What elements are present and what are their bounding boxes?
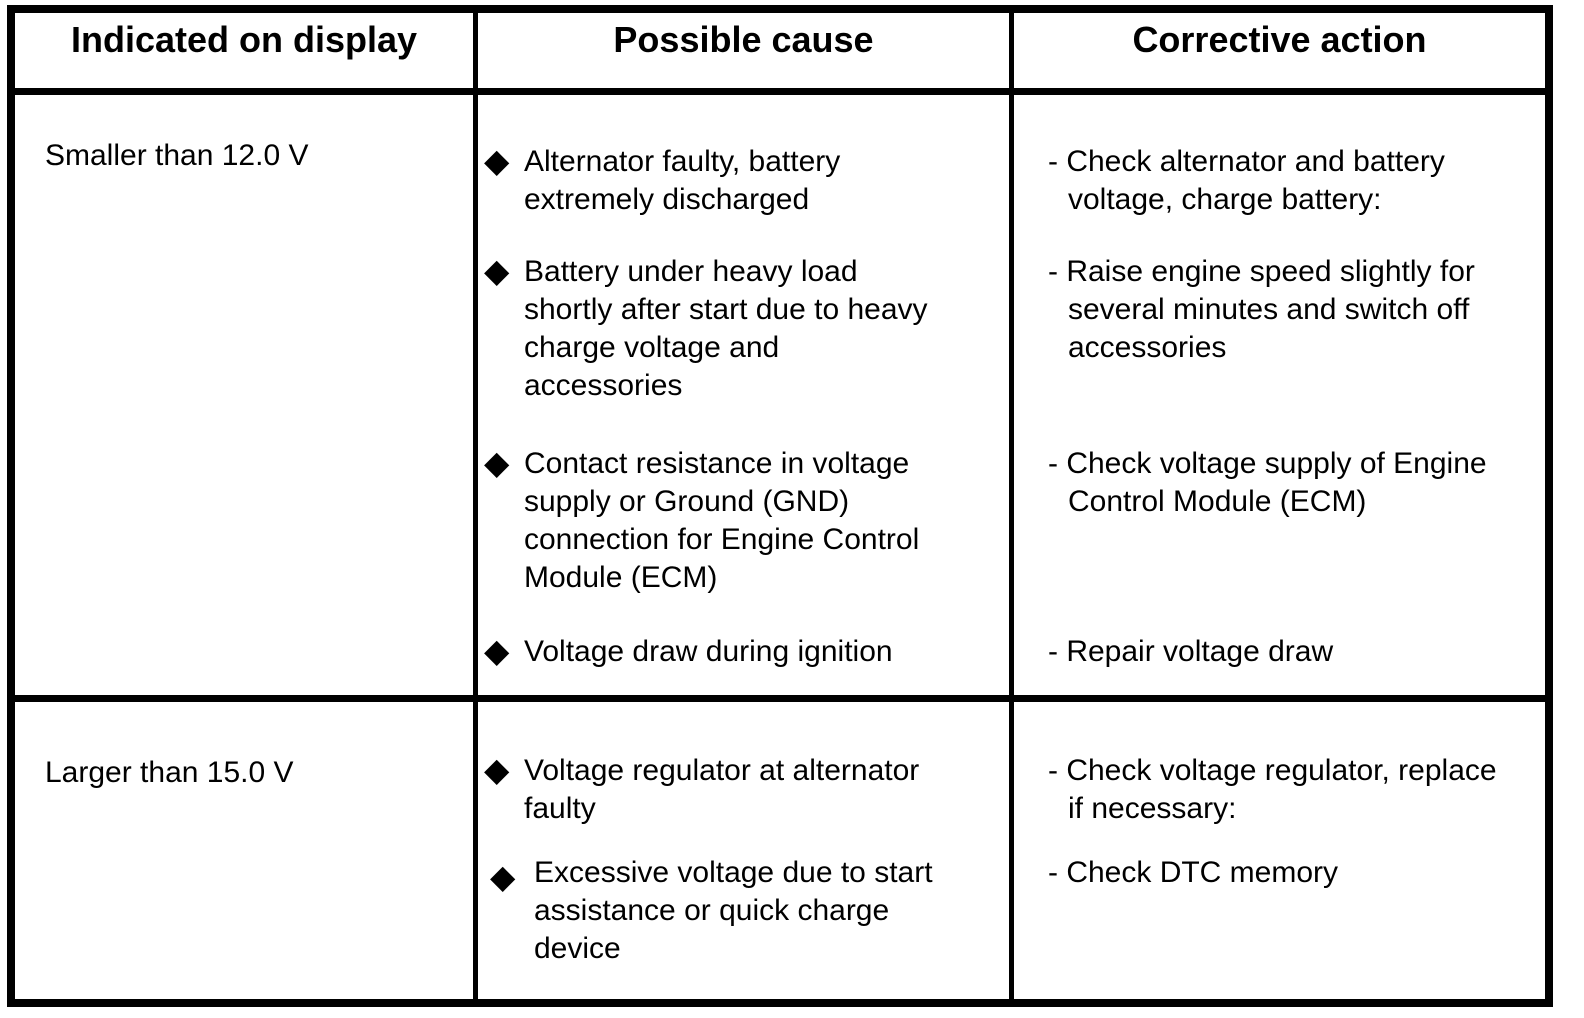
cause-text: Voltage draw during ignition	[524, 635, 893, 668]
cause-item: ◆ Voltage regulator at alternator faulty	[478, 751, 1001, 828]
cause-item: ◆ Battery under heavy load shortly after…	[478, 252, 1001, 405]
action-item: - Raise engine speed slightly for severa…	[1048, 255, 1475, 364]
diamond-bullet-icon: ◆	[484, 632, 510, 669]
row2-possible-cause-cell: ◆ Voltage regulator at alternator faulty…	[478, 702, 1009, 999]
diamond-bullet-icon: ◆	[490, 858, 516, 895]
action-item: - Repair voltage draw	[1048, 635, 1334, 668]
row1-indicated-cell: Smaller than 12.0 V	[15, 95, 473, 695]
action-item: - Check alternator and battery voltage, …	[1048, 145, 1445, 216]
row2-indicated-cell: Larger than 15.0 V	[15, 702, 473, 999]
cause-item: ◆ Voltage draw during ignition	[478, 632, 1001, 671]
diamond-bullet-icon: ◆	[484, 252, 510, 289]
row1-possible-cause-cell: ◆ Alternator faulty, battery extremely d…	[478, 95, 1009, 695]
action-item: - Check voltage regulator, replace if ne…	[1048, 754, 1497, 825]
cause-item: ◆ Contact resistance in voltage supply o…	[478, 444, 1001, 597]
column-header-corrective-action: Corrective action	[1014, 13, 1545, 88]
cause-text: Voltage regulator at alternator faulty	[524, 754, 920, 825]
diamond-bullet-icon: ◆	[484, 751, 510, 788]
cause-item: ◆ Excessive voltage due to start assista…	[478, 854, 1001, 968]
cause-text: Excessive voltage due to start assistanc…	[534, 856, 933, 965]
row2-corrective-action-cell: - Check voltage regulator, replace if ne…	[1014, 702, 1545, 999]
cause-text: Contact resistance in voltage supply or …	[524, 447, 920, 594]
action-item: - Check DTC memory	[1048, 856, 1339, 889]
column-header-possible-cause: Possible cause	[478, 13, 1009, 88]
indicated-value: Larger than 15.0 V	[45, 756, 294, 789]
action-item: - Check voltage supply of Engine Control…	[1048, 447, 1487, 518]
column-header-indicated-on-display: Indicated on display	[15, 13, 473, 88]
cause-text: Battery under heavy load shortly after s…	[524, 255, 928, 402]
row1-corrective-action-cell: - Check alternator and battery voltage, …	[1014, 95, 1545, 695]
diamond-bullet-icon: ◆	[484, 142, 510, 179]
cause-item: ◆ Alternator faulty, battery extremely d…	[478, 142, 1001, 219]
cause-text: Alternator faulty, battery extremely dis…	[524, 145, 841, 216]
column-header-label: Corrective action	[1132, 19, 1427, 60]
diamond-bullet-icon: ◆	[484, 444, 510, 481]
column-header-label: Possible cause	[613, 19, 874, 60]
indicated-value: Smaller than 12.0 V	[45, 139, 309, 172]
diagnostic-table: Indicated on display Possible cause Corr…	[7, 5, 1553, 1007]
column-header-label: Indicated on display	[70, 19, 418, 60]
